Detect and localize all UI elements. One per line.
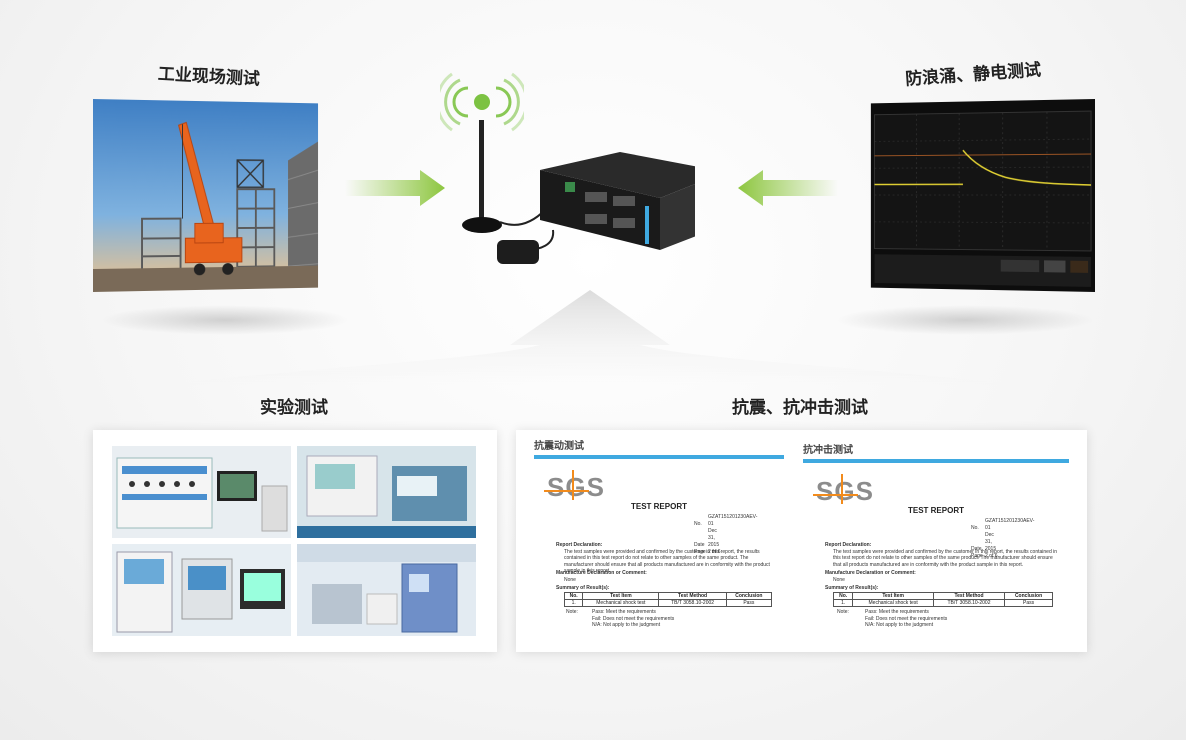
table-cell: No. [832,592,854,600]
summary-heading: Summary of Result(s): [556,585,610,591]
shock-report: 抗冲击测试 SGS TEST REPORT No. GZAT151201230AE… [803,442,1069,634]
meta-key: No. [971,525,979,531]
table-header-row: No. Test Item Test Method Conclusion [563,592,773,600]
table-cell: Pass [1004,599,1053,607]
report-declaration: Report Declaration: The test samples wer… [825,542,1061,568]
report-tag: 抗震动测试 [534,441,584,452]
note-label: Note: [566,609,578,615]
note-line: Fail: Does not meet the requirements [592,615,675,622]
table-cell: Test Method [658,592,727,600]
note-line: Pass: Meet the requirements [592,609,656,615]
manufacture-heading: Manufacture Declaration or Comment: [825,570,916,576]
lab-photo-equipment [112,446,291,538]
note-label: Note: [837,609,849,615]
declaration-heading: Report Declaration: [825,542,872,548]
manufacture-declaration: Manufacture Declaration or Comment: None [825,570,916,583]
sgs-logo-vline [841,474,843,504]
manufacture-declaration: Manufacture Declaration or Comment: None [556,570,647,583]
note-line: Fail: Does not meet the requirements [865,615,948,622]
meta-value: 2 of 6 [708,549,721,555]
report-meta: No.GZAT151201230AEV-01 DateDec 31, 2015 … [694,514,758,556]
report-title: TEST REPORT [630,502,687,511]
note-line: N/A: Not apply to the judgment [592,622,661,628]
table-cell: Conclusion [725,592,773,600]
meta-key: Date [971,546,982,552]
table-cell: Mechanical shock test [852,599,934,607]
note-line: N/A: Not apply to the judgment [865,622,934,628]
declaration-heading: Report Declaration: [556,542,603,548]
gateway-device [462,120,695,264]
summary-table: No. Test Item Test Method Conclusion 1. … [563,592,773,607]
table-header-row: No. Test Item Test Method Conclusion [832,592,1053,600]
table-cell: No. [563,592,584,600]
manufacture-heading: Manufacture Declaration or Comment: [556,570,647,576]
left-arrow-icon [738,170,838,206]
meta-value: Dec 31, 2015 [708,528,720,548]
table-cell: Mechanical shock test [582,599,660,607]
table-row: 1. Mechanical shock test TB/T 3058.10-20… [563,599,773,607]
up-arrow-icon [160,290,1020,385]
vibration-report: 抗震动测试 SGS TEST REPORT No. GZAT151201230AE… [534,438,784,634]
notes: Pass: Meet the requirements Fail: Does n… [592,609,674,629]
report-tag: 抗冲击测试 [803,445,853,456]
table-cell: Test Item [852,592,934,600]
vibration-test-title: 抗震、抗冲击测试 [732,398,868,418]
meta-key: Page [971,553,983,559]
report-header-bar [534,455,784,459]
table-cell: Test Item [582,592,660,600]
summary-table: No. Test Item Test Method Conclusion 1. … [832,592,1053,607]
lab-photo-instruments [112,544,291,636]
right-arrow-icon [345,170,445,206]
report-header-bar [803,459,1069,463]
note-line: Pass: Meet the requirements [865,609,929,615]
reports-card: 抗震动测试 SGS TEST REPORT No. GZAT151201230AE… [516,430,1087,652]
meta-value: GZAT151201230AEV-01 [985,518,1035,531]
summary-heading: Summary of Result(s): [825,585,879,591]
report-meta: No.GZAT151201230AEV-01 DateDec 31, 2015 … [971,518,1035,560]
sgs-logo-vline [572,470,574,500]
table-cell: TB/T 3058.10-2002 [658,599,727,607]
manufacture-value: None [564,576,576,583]
oscilloscope-photo [870,99,1095,292]
lab-test-title: 实验测试 [260,398,328,418]
table-cell: Conclusion [1004,592,1053,600]
meta-key: No. [694,521,702,527]
notes: Pass: Meet the requirements Fail: Does n… [865,609,947,629]
sgs-logo: SGS [816,476,874,506]
field-test-photo [93,99,319,292]
sgs-logo-line [813,494,858,496]
wireless-signal-icon [440,72,524,132]
table-cell: TB/T 3058.10-2002 [932,599,1006,607]
field-test-title: 工业现场测试 [157,64,261,90]
sgs-logo-line [544,490,589,492]
table-cell: 1. [563,599,584,607]
table-row: 1. Mechanical shock test TB/T 3058.10-20… [832,599,1053,607]
meta-value: 2 of 6 [985,553,998,559]
meta-value: Dec 31, 2015 [985,532,997,552]
meta-value: GZAT151201230AEV-01 [708,514,758,527]
meta-key: Page [694,549,706,555]
table-cell: Pass [725,599,773,607]
table-cell: Test Method [932,592,1006,600]
lab-test-card [93,430,497,652]
lab-photo-chamber [297,544,476,636]
sgs-logo: SGS [547,472,605,502]
manufacture-value: None [833,576,845,583]
scope-photo-shadow [835,305,1095,335]
report-declaration: Report Declaration: The test samples wer… [556,542,776,575]
report-title: TEST REPORT [907,506,964,515]
declaration-text: The test samples were provided and confi… [833,548,1058,568]
field-photo-shadow [100,305,350,335]
lab-photo-analyzer [297,446,476,538]
meta-key: Date [694,542,705,548]
declaration-text: The test samples were provided and confi… [564,548,770,575]
table-cell: 1. [832,599,854,607]
surge-test-title: 防浪涌、静电测试 [904,60,1042,90]
